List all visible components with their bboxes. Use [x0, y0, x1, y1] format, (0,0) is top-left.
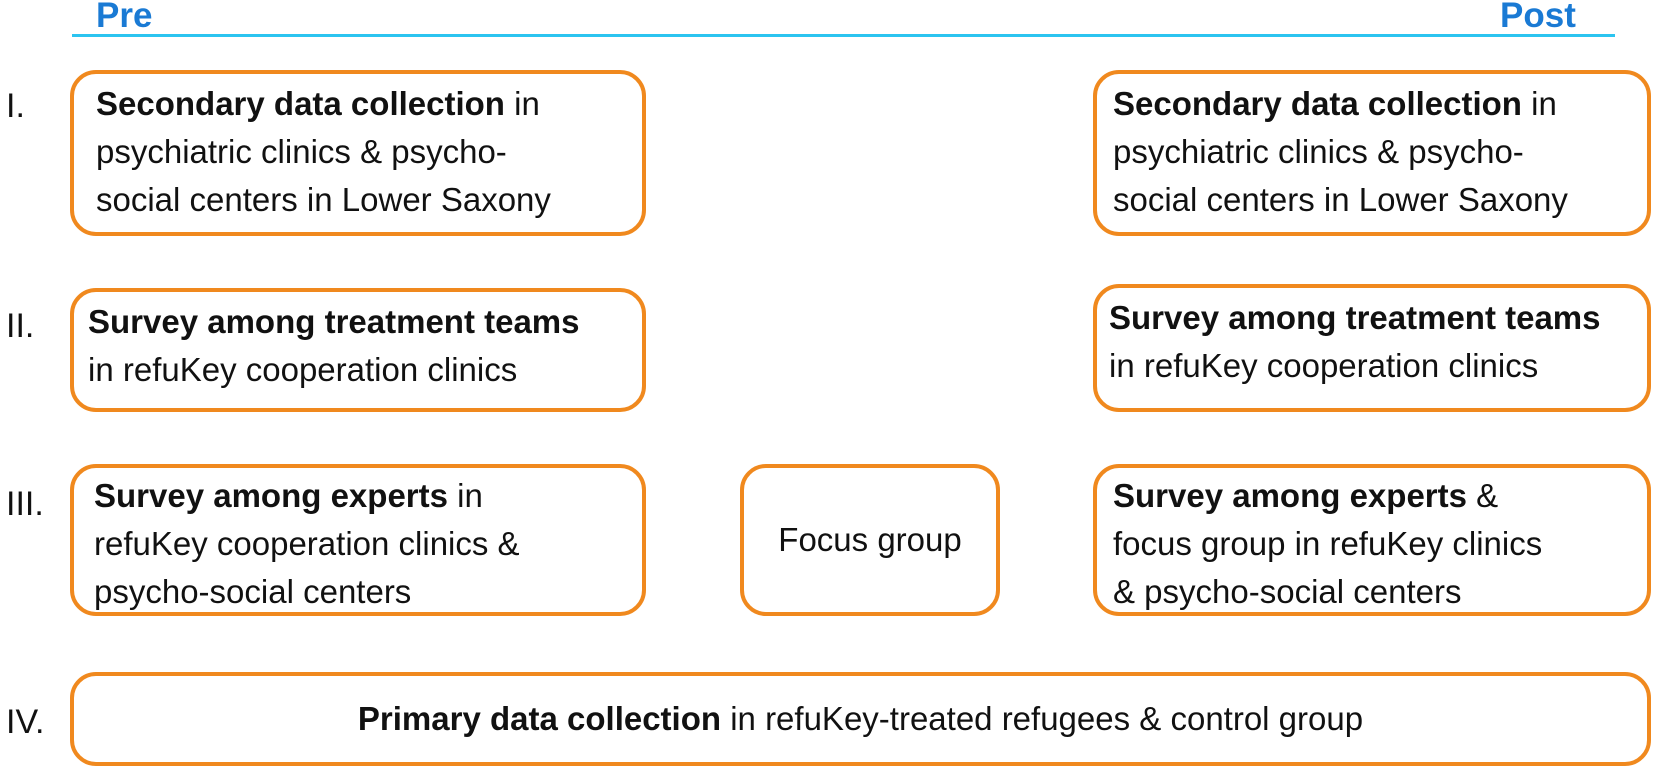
box-bold-text: Survey among experts [1113, 477, 1467, 514]
pre-experts-box: Survey among experts in refuKey cooperat… [70, 464, 646, 616]
box-text: in [447, 477, 483, 514]
box-line: Survey among experts in [94, 472, 630, 520]
box-line: focus group in refuKey clinics [1113, 525, 1543, 562]
box-bold-text: Secondary data collection [96, 85, 505, 122]
box-line: social centers in Lower Saxony [96, 181, 551, 218]
box-line: Secondary data collection in [96, 80, 630, 128]
box-line: & psycho-social centers [1113, 573, 1462, 610]
post-label: Post [1500, 0, 1576, 35]
box-text: & [1466, 477, 1499, 514]
box-text: in [1521, 85, 1557, 122]
box-line: Primary data collection in refuKey-treat… [358, 695, 1363, 743]
timeline-line [72, 34, 1615, 37]
box-line: psychiatric clinics & psycho- [96, 133, 507, 170]
pre-treatment-teams-box: Survey among treatment teams in refuKey … [70, 288, 646, 412]
pre-secondary-data-box: Secondary data collection in psychiatric… [70, 70, 646, 236]
pre-label: Pre [96, 0, 153, 35]
box-line: Survey among experts & [1113, 472, 1635, 520]
box-text: in refuKey-treated refugees & control gr… [721, 700, 1364, 737]
row-numeral-3: III. [6, 485, 44, 523]
row-numeral-1: I. [6, 87, 25, 125]
box-line: social centers in Lower Saxony [1113, 181, 1568, 218]
box-line: Secondary data collection in [1113, 80, 1635, 128]
box-bold-text: Secondary data collection [1113, 85, 1522, 122]
focus-group-label: Focus group [778, 521, 962, 558]
box-bold-text: Survey among experts [94, 477, 448, 514]
box-line: Survey among treatment teams [1109, 294, 1643, 342]
box-line: refuKey cooperation clinics & [94, 525, 520, 562]
primary-data-box: Primary data collection in refuKey-treat… [70, 672, 1651, 766]
box-line: in refuKey cooperation clinics [88, 351, 518, 388]
box-line: psycho-social centers [94, 573, 412, 610]
box-text: in [504, 85, 540, 122]
row-numeral-2: II. [6, 307, 35, 345]
post-treatment-teams-box: Survey among treatment teams in refuKey … [1093, 284, 1651, 412]
focus-group-box: Focus group [740, 464, 1000, 616]
box-line: Survey among treatment teams [88, 298, 638, 346]
box-line: in refuKey cooperation clinics [1109, 347, 1539, 384]
box-bold-text: Survey among treatment teams [88, 303, 580, 340]
row-numeral-4: IV. [6, 703, 45, 741]
box-bold-text: Primary data collection [357, 700, 722, 737]
post-secondary-data-box: Secondary data collection in psychiatric… [1093, 70, 1651, 236]
box-line: psychiatric clinics & psycho- [1113, 133, 1524, 170]
box-bold-text: Survey among treatment teams [1109, 299, 1601, 336]
post-experts-box: Survey among experts & focus group in re… [1093, 464, 1651, 616]
